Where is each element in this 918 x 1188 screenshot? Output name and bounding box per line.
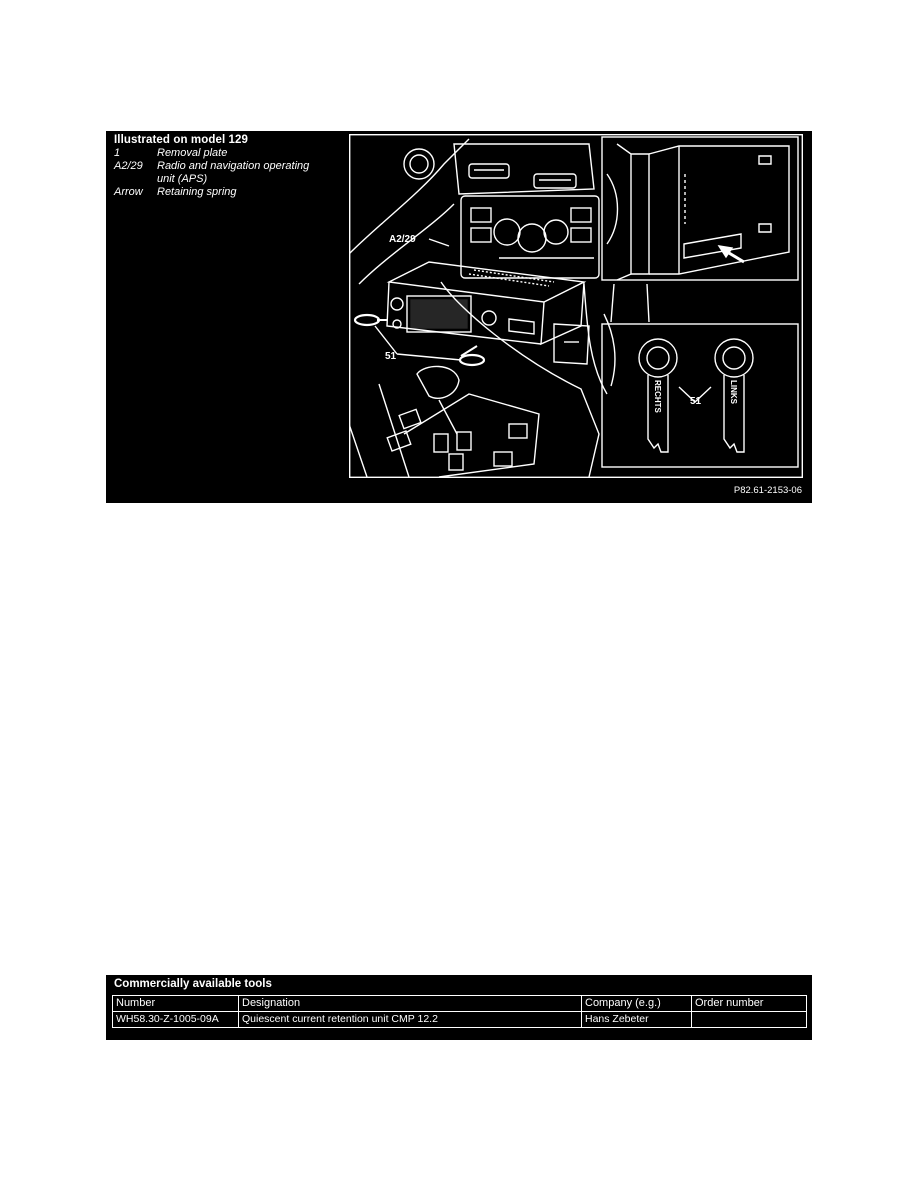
legend-key: 1 — [114, 147, 121, 159]
legend-key: A2/29 — [114, 160, 143, 172]
legend-text: Retaining spring — [157, 186, 237, 198]
legend-item: Arrow Retaining spring — [114, 186, 317, 199]
inset-removal-keys — [601, 323, 799, 468]
legend-item: A2/29 Radio and navigation operating uni… — [114, 160, 317, 186]
figure-code: P82.61-2153-06 — [733, 485, 802, 496]
radio-removal-drawing: A2/29 51 51 RECHTS LINKS — [349, 134, 803, 478]
cell-number: WH58.30-Z-1005-09A — [112, 1011, 239, 1028]
cell-designation: Quiescent current retention unit CMP 12.… — [238, 1011, 582, 1028]
radio-unit-drawing — [353, 238, 587, 367]
figure-legend: Illustrated on model 129 1 Removal plate… — [114, 134, 317, 199]
dashboard-scene — [349, 138, 616, 478]
table-header-row: Number Designation Company (e.g.) Order … — [112, 995, 807, 1012]
column-header-designation: Designation — [238, 995, 582, 1012]
callout-a2-29: A2/29 — [389, 234, 416, 245]
legend-key: Arrow — [114, 186, 143, 198]
key-label-rechts: RECHTS — [653, 380, 662, 414]
cell-company: Hans Zebeter — [581, 1011, 692, 1028]
tools-table: Number Designation Company (e.g.) Order … — [112, 995, 807, 1028]
table-row: WH58.30-Z-1005-09A Quiescent current ret… — [112, 1011, 807, 1028]
callout-tool-51: 51 — [385, 351, 397, 362]
tools-title: Commercially available tools — [114, 978, 272, 990]
legend-title: Illustrated on model 129 — [114, 134, 249, 146]
legend-item: 1 Removal plate — [114, 147, 317, 160]
inset-retaining-spring — [601, 136, 799, 281]
column-header-company: Company (e.g.) — [581, 995, 692, 1012]
figure-panel: Illustrated on model 129 1 Removal plate… — [106, 131, 812, 503]
tools-panel: Commercially available tools Number Desi… — [106, 975, 812, 1040]
legend-text: Removal plate — [157, 147, 228, 159]
callout-keys-51: 51 — [690, 396, 702, 407]
column-header-order-number: Order number — [691, 995, 807, 1012]
cell-order-number — [691, 1011, 807, 1028]
key-label-links: LINKS — [729, 380, 738, 405]
column-header-number: Number — [112, 995, 239, 1012]
legend-text: Radio and navigation operating unit (APS… — [157, 160, 310, 185]
